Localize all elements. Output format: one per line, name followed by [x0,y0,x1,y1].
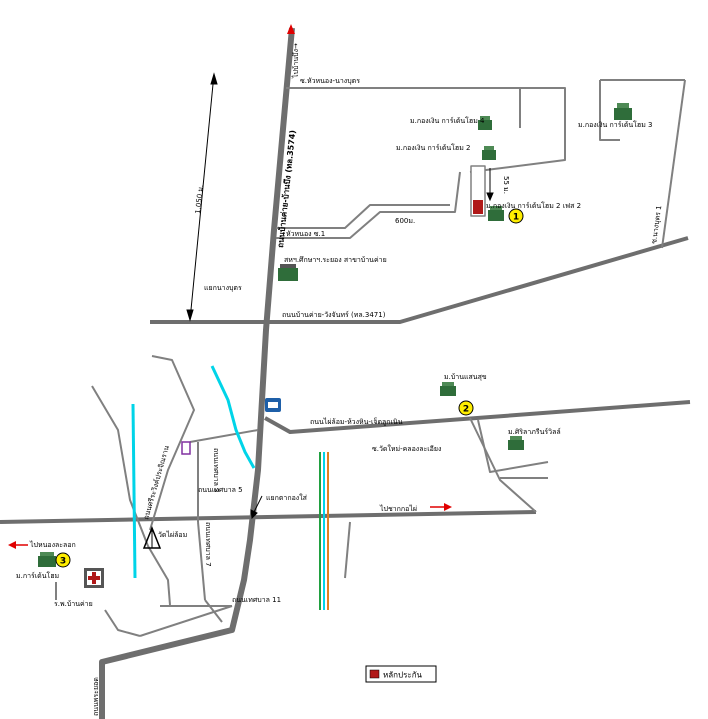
label-bottom-road: ถนนพระยอด [92,677,100,716]
label-hospital: ร.พ.บ้านค่าย [54,600,93,608]
label-nang-bud-1: ซ.นางบุตร 1 [650,205,663,244]
label-bank: สหฯ.ศึกษาฯ.ระยอง สาขาบ้านค่าย [284,255,387,264]
river-north [210,365,256,469]
marker-3: 3 [55,552,71,568]
label-to-nong-lalok: ไปหนองละลอก [29,540,76,549]
label-road-tb5: ถนนเทศบาล 5 [198,486,243,494]
building-icon [508,436,524,450]
label-village-2: ม.กองเงิน การ์เด้นโฮม 2 [396,143,471,152]
svg-text:1: 1 [513,213,519,223]
label-hua-nong-nang-bud: ซ.หัวหนอง-นางบุตร [300,77,360,85]
marker-1: 1 [508,208,524,224]
road-3471 [150,236,689,324]
svg-text:2: 2 [463,405,469,415]
building-icon [440,382,456,396]
label-temple-road: ถนนเทศบาล 3 [212,448,220,493]
distance-1050-line [186,72,218,322]
label-ban-sang-suk: ม.บ้านแสนสุข [444,373,487,381]
school-icon [181,441,191,455]
label-wat-phai: วัดไผ่ล้อม [158,530,187,539]
label-dist-55: 55 ม. [502,176,510,194]
label-hua-nong-1: หัวหนอง ซ.1 [286,230,325,238]
hospital-icon [84,568,104,588]
building-icon [478,116,492,130]
label-kok-lai-junction: แยกตากองใส่ [266,493,308,502]
marker-2: 2 [458,400,474,416]
label-village-4: ม.กองเงิน การ์เด้นโฮม 4 [410,116,485,125]
west-arrow-nong-lalok [8,541,28,549]
label-village-2-phase-2: ม.กองเงิน การ์เด้นโฮม 2 เฟส 2 [486,201,581,210]
road-nong-lalok [264,400,691,434]
junction-arrow [250,495,263,520]
bank-icon [278,264,298,281]
label-to-kok-lai: ไปชากกอไผ่ [379,504,417,513]
label-road-3471: ถนนบ้านค่าย-วังจันทร์ (ทล.3471) [282,311,386,319]
building-icon [488,206,504,221]
building-icon [38,552,56,567]
label-nang-bud-junction: แยกนางบุตร [204,284,242,292]
legend: หลักประกัน [365,665,437,683]
label-dist-1050: 1,050 ม. [194,184,205,214]
secondary-roads [55,79,686,637]
government-office-icon [265,398,281,412]
label-village-bottom: ม.การ์เด้นโฮม [16,571,59,580]
label-road-nong-lalok: ถนนไผ่ล้อม-ห้วงหิน-เจ็ดลูกเนิน [310,417,403,426]
label-road-tb11: ถนนเทศบาล 11 [232,596,281,604]
label-road-tb7: ถนนเทศบาล 7 [204,522,212,567]
distance-55-line [486,168,494,202]
road-tb5 [0,510,537,524]
label-siriporn: ม.ศิริลาภรีนร์วิลล์ [508,428,561,436]
main-road-3574 [99,27,295,719]
north-arrow [287,24,295,34]
label-dist-600: 600ม. [395,217,415,225]
canal-center [319,452,329,610]
svg-text:3: 3 [60,557,66,567]
building-icon [614,103,632,120]
east-arrow-kok-lai [430,503,452,511]
label-wat-mai: ซ.วัดใหม่-คลองละเอียง [372,444,441,453]
legend-label: หลักประกัน [383,671,423,680]
label-to-bungkan: ไปบ้านบึง→ [291,43,300,79]
river-west [131,403,137,579]
label-village-3: ม.กองเงิน การ์เด้นโฮม 3 [578,120,653,129]
building-icon [482,146,496,160]
temple-icon [142,525,162,549]
